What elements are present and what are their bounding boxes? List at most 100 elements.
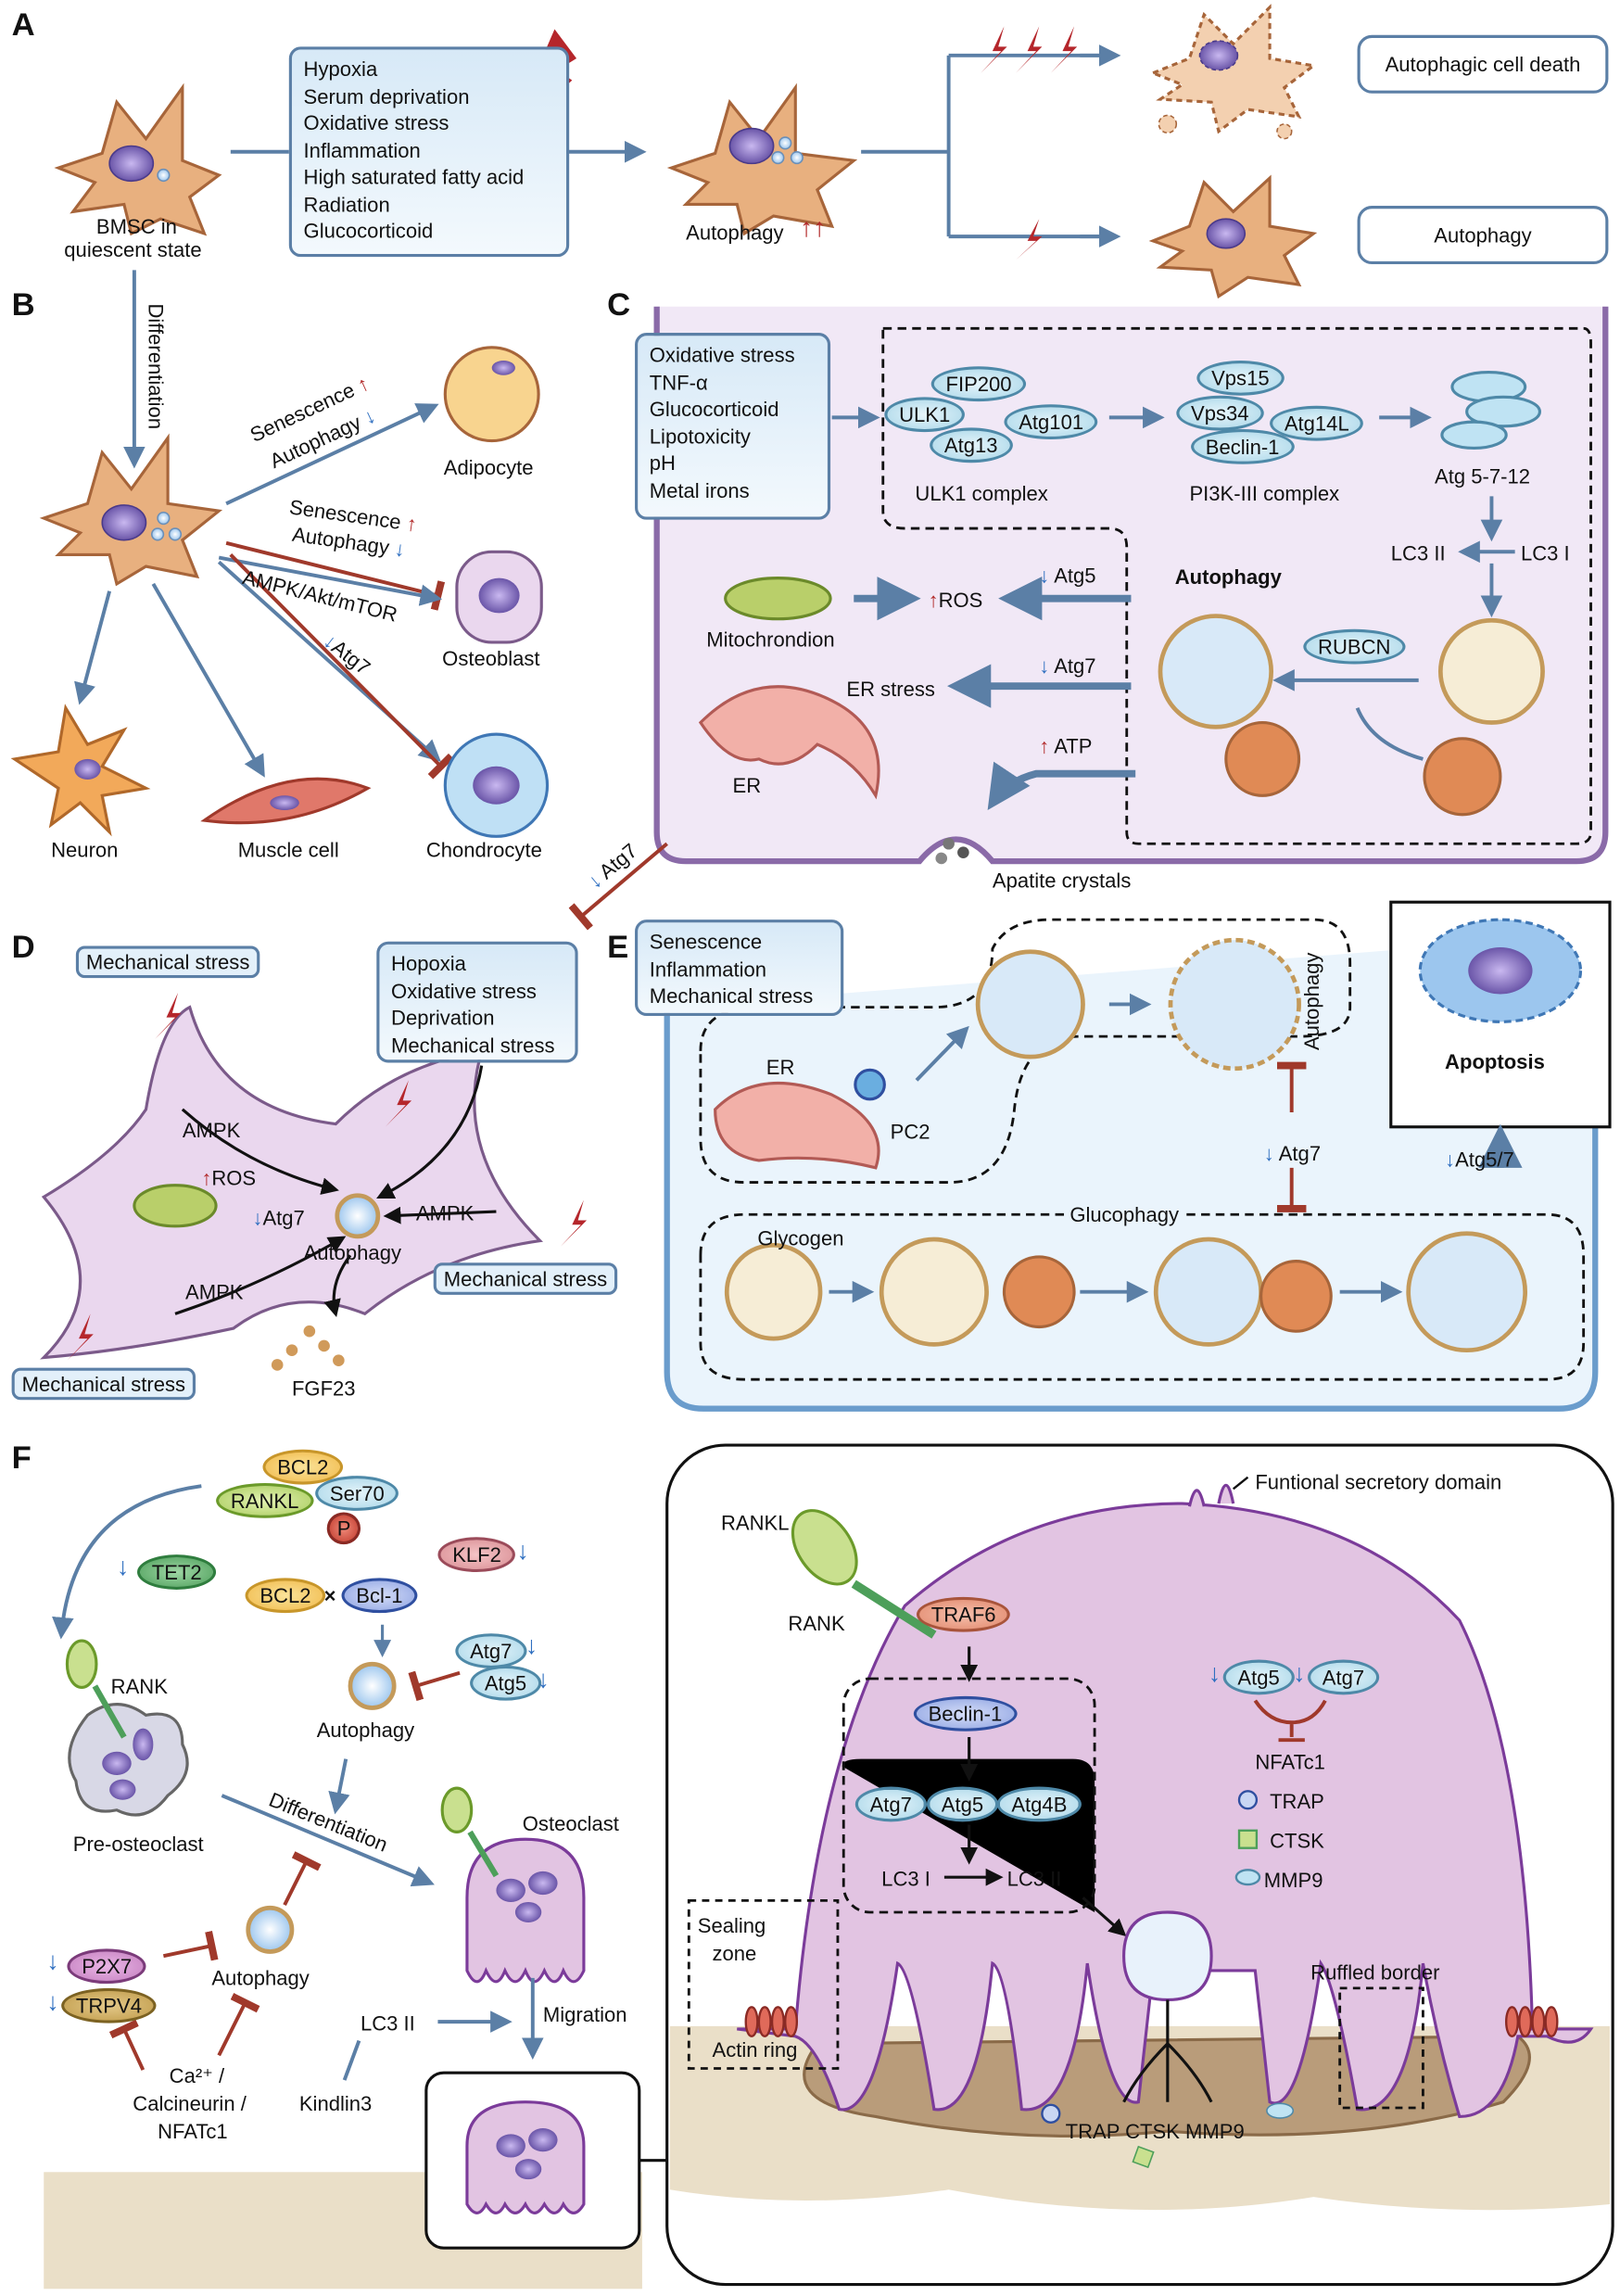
apatite-label: Apatite crystals	[992, 869, 1132, 893]
down-arrow-icon: ↓	[46, 1947, 59, 1975]
atg5-7-12-complex	[1440, 370, 1541, 450]
mmp9-legend: MMP9	[1263, 1868, 1323, 1892]
fgf23-label: FGF23	[291, 1376, 356, 1401]
atg14l-protein: Atg14L	[1270, 405, 1364, 441]
fip200-protein: FIP200	[930, 366, 1027, 402]
differentiation-label: Differentiation	[145, 303, 169, 430]
tet2-protein: TET2	[137, 1554, 217, 1590]
down-arrow-icon: ↓	[1208, 1659, 1221, 1688]
atg7-label-d: ↓Atg7	[252, 1205, 305, 1229]
pi3k-complex-label: PI3K-III complex	[1189, 481, 1340, 505]
increase-arrows: ↑↑	[799, 212, 827, 243]
pre-osteoclast-label: Pre-osteoclast	[72, 1832, 204, 1856]
kindlin3-label: Kindlin3	[298, 2091, 373, 2115]
autophagy-cell	[666, 82, 858, 236]
panel-label-c: C	[607, 285, 631, 323]
trpv4-protein: TRPV4	[61, 1987, 157, 2023]
rubcn-protein: RUBCN	[1303, 628, 1406, 665]
atg7-text: Atg7	[262, 1205, 305, 1229]
ctsk-legend: CTSK	[1270, 1829, 1324, 1853]
atg7-text: Atg7	[1054, 653, 1096, 678]
atg13-protein: Atg13	[930, 427, 1013, 463]
adipocyte-label: Adipocyte	[443, 455, 534, 479]
er-stress-label: ER stress	[846, 677, 935, 701]
stressor: Hypoxia	[303, 57, 378, 81]
atg101-protein: Atg101	[1004, 404, 1098, 440]
atg5712-label: Atg 5-7-12	[1435, 463, 1530, 488]
secreted-enzymes-label: TRAP CTSK MMP9	[1065, 2119, 1245, 2143]
ros-label-d: ↑ROS	[201, 1166, 257, 1190]
dying-cell	[1148, 4, 1318, 140]
rank-label-f: RANK	[110, 1674, 168, 1698]
mechanical-stress-top: Mechanical stress	[75, 945, 260, 979]
nfatc1-label-detail: NFATc1	[1255, 1750, 1325, 1774]
autophagy-label-f1: Autophagy	[316, 1718, 415, 1742]
panel-c-cell	[653, 306, 1609, 865]
atg5-protein-f: Atg5	[470, 1665, 541, 1701]
rankl-label-detail: RANKL	[720, 1510, 790, 1535]
stressor: Lipotoxicity	[649, 424, 751, 448]
ampk-label-3: AMPK	[184, 1280, 244, 1304]
calcium-label: Ca²⁺ /	[169, 2063, 225, 2087]
glucophagy-sequence	[724, 1231, 1528, 1353]
ros-label-c: ↑ROS	[928, 588, 983, 612]
osteoclast-label: Osteoclast	[522, 1811, 619, 1835]
atg7-label-e: ↓ Atg7	[1263, 1141, 1322, 1165]
glycogen-label: Glycogen	[757, 1225, 844, 1250]
stressor-box-a: Hypoxia Serum deprivation Oxidative stre…	[288, 46, 570, 258]
glucophagy-label: Glucophagy	[1065, 1202, 1183, 1226]
down-arrow-icon: ↓	[1293, 1659, 1306, 1688]
phosphate-icon: P	[326, 1512, 361, 1545]
ruffled-border-label: Ruffled border	[1310, 1960, 1440, 1985]
autophagy-label-a: Autophagy	[686, 220, 784, 244]
rank-label-detail: RANK	[788, 1611, 845, 1635]
ampk-label-2: AMPK	[415, 1201, 475, 1225]
autophagy-label-d: Autophagy	[303, 1240, 401, 1264]
outcome-autophagy: Autophagy	[1357, 206, 1609, 265]
panel-label-a: A	[11, 6, 35, 43]
ampk-label-1: AMPK	[182, 1118, 241, 1142]
vps34-protein: Vps34	[1176, 395, 1264, 431]
ulk1-complex-label: ULK1 complex	[915, 481, 1048, 505]
er-label-c: ER	[732, 773, 762, 797]
stressor: Glucocorticoid	[649, 397, 779, 421]
stressor: Oxidative stress	[391, 978, 537, 1003]
stressor: Oxidative stress	[649, 343, 795, 367]
bmsc-cell	[54, 82, 222, 236]
stressor-box-e: Senescence Inflammation Mechanical stres…	[635, 920, 844, 1017]
lc3i-label-detail: LC3 I	[881, 1867, 930, 1891]
lc3ii-label-detail: LC3 II	[1006, 1867, 1062, 1891]
traf6-protein: TRAF6	[916, 1596, 1011, 1632]
bcl1-protein: Bcl-1	[341, 1578, 418, 1614]
atg4b-protein-detail: Atg4B	[996, 1786, 1082, 1822]
outcome-autophagic-death: Autophagic cell death	[1357, 34, 1609, 94]
stressor: TNF-α	[649, 370, 708, 394]
stressor-box-c: Oxidative stress TNF-α Glucocorticoid Li…	[635, 333, 831, 520]
lightning-icons-d	[67, 992, 588, 1361]
secretory-domain-label: Funtional secretory domain	[1255, 1469, 1502, 1494]
sealing-zone-label: Sealing	[697, 1913, 766, 1937]
stressor: Serum deprivation	[303, 83, 470, 108]
sealing-zone-label-2: zone	[712, 1941, 757, 1965]
stressor: Inflammation	[303, 137, 421, 162]
pc2-label: PC2	[890, 1119, 930, 1144]
stressor: Mechanical stress	[649, 983, 814, 1008]
nfatc1-label-f: NFATc1	[158, 2119, 228, 2143]
mechanical-stress-bottom: Mechanical stress	[11, 1367, 196, 1401]
actin-ring-icons	[744, 2006, 1559, 2038]
down-arrow-icon: ↓	[46, 1987, 59, 2016]
klf2-text: KLF2	[452, 1542, 501, 1567]
apoptosis-label: Apoptosis	[1445, 1049, 1545, 1073]
down-arrow-icon: ↓	[525, 1631, 538, 1660]
mitochondrion-label: Mitochrondion	[706, 628, 835, 652]
atg5-protein-detail: Atg5	[926, 1786, 998, 1822]
osteocyte-cell	[40, 1005, 544, 1360]
panel-label-f: F	[11, 1439, 32, 1477]
stressor: Radiation	[303, 192, 390, 216]
stressor: Metal irons	[649, 477, 750, 501]
chondrocyte-label: Chondrocyte	[425, 837, 542, 862]
stressor: Oxidative stress	[303, 110, 449, 134]
autophagy-label-f2: Autophagy	[211, 1966, 310, 1990]
beclin1-protein: Beclin-1	[1191, 428, 1295, 464]
